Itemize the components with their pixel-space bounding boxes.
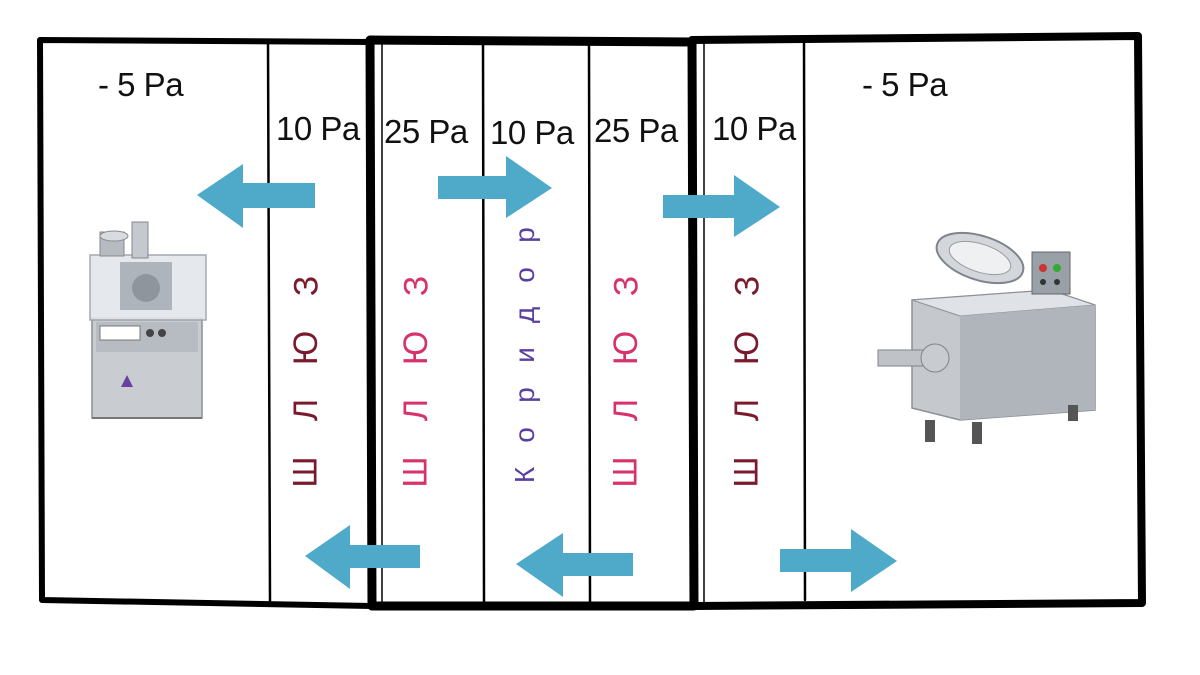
arrow-bottom-2-left	[516, 533, 633, 597]
vertical-label-airlock-1: З Ю Л Ш	[286, 255, 326, 503]
partition-4	[802, 40, 807, 602]
pressure-label-right-room: - 5 Pa	[862, 66, 948, 103]
vertical-label-letter: д	[509, 306, 540, 324]
arrow-top-3-right	[663, 175, 780, 237]
vertical-label-letter: о	[508, 427, 540, 443]
vertical-label-letter: З	[727, 275, 766, 297]
pressure-label-left-room: - 5 Pa	[98, 66, 184, 103]
partition-1	[266, 40, 272, 605]
vertical-label-letter: К	[509, 466, 540, 484]
arrow-bottom-3-right	[780, 529, 897, 592]
vertical-label-letter: Ю	[727, 330, 766, 366]
vertical-label-letter: Л	[287, 398, 325, 422]
vertical-label-letter: Ш	[396, 456, 435, 488]
vertical-label-letter: р	[508, 227, 540, 243]
vertical-label-letter: З	[286, 275, 325, 297]
arrow-bottom-1-left	[305, 525, 420, 589]
vertical-label-letter: Л	[607, 398, 645, 422]
pressure-label-airlock-4: 10 Pa	[712, 110, 796, 147]
vertical-label-airlock-4: З Ю Л Ш	[727, 255, 767, 503]
vertical-label-letter: о	[508, 267, 540, 283]
vertical-label-letter: р	[508, 387, 540, 403]
vertical-label-letter: Ш	[727, 456, 766, 488]
pressure-label-airlock-2: 25 Pa	[384, 113, 468, 150]
pressure-label-corridor: 10 Pa	[490, 114, 574, 151]
vertical-label-letter: и	[508, 347, 540, 363]
vertical-label-letter: Ю	[396, 330, 435, 366]
vertical-label-letter: З	[606, 275, 645, 297]
partition-2	[481, 42, 486, 604]
right-block-outline	[688, 32, 1146, 610]
vertical-label-letter: Л	[728, 398, 766, 422]
vertical-label-airlock-3: З Ю Л Ш	[606, 255, 646, 503]
vertical-label-letter: Ш	[606, 456, 645, 488]
vertical-label-airlock-2: З Ю Л Ш	[396, 255, 436, 503]
pressure-label-airlock-3: 25 Pa	[594, 112, 678, 149]
partition-3	[587, 42, 592, 604]
vertical-label-letter: Ш	[286, 456, 325, 488]
arrow-top-1-left	[197, 164, 315, 228]
vertical-label-letter: Ю	[606, 330, 645, 366]
vertical-label-letter: Ю	[286, 330, 325, 366]
arrow-top-2-right	[438, 156, 552, 218]
high-shear-mixer-machine-icon	[877, 231, 1096, 444]
tablet-press-machine-icon	[89, 221, 207, 419]
pressure-label-airlock-1: 10 Pa	[276, 110, 360, 147]
vertical-label-letter: Л	[397, 398, 435, 422]
vertical-label-letter: З	[396, 275, 435, 297]
